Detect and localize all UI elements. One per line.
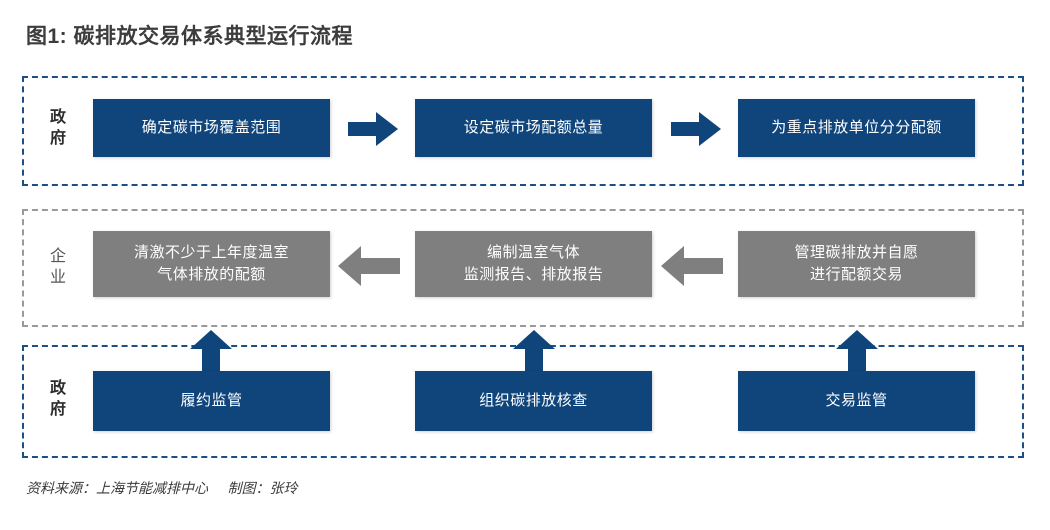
arrow-right-total-to-allocate [671, 112, 721, 146]
arrow-up-trading-supervision [836, 330, 878, 375]
swimlane-label-enterprise: 企业 [49, 248, 66, 286]
page-title: 图1: 碳排放交易体系典型运行流程 [26, 25, 354, 48]
compile-reports-line-1: 编制温室气体 [486, 244, 580, 261]
process-box-compliance-supervision[interactable]: 履约监管 [93, 371, 330, 431]
source-note: 资料来源：上海节能减排中心 制图：张玲 [26, 480, 298, 496]
manage-and-trade-line-2: 进行配额交易 [809, 266, 903, 283]
swimlane-label-government-top: 政府 [49, 109, 66, 147]
arrow-up-compliance-supervision [190, 330, 232, 375]
arrow-up-organize-verification [513, 330, 555, 375]
process-box-define-scope[interactable]: 确定碳市场覆盖范围 [93, 99, 330, 157]
compile-reports-line-2: 监测报告、排放报告 [463, 266, 604, 283]
manage-and-trade-line-1: 管理碳排放并自愿 [794, 244, 919, 261]
swimlane-label-government-bottom: 政府 [49, 380, 66, 418]
arrow-left-trade-to-reports [661, 246, 723, 286]
process-box-organize-verification[interactable]: 组织碳排放核查 [415, 371, 652, 431]
arrow-right-scope-to-total [348, 112, 398, 146]
process-box-allocate-quota[interactable]: 为重点排放单位分分配额 [738, 99, 975, 157]
process-box-set-total-quota[interactable]: 设定碳市场配额总量 [415, 99, 652, 157]
process-box-manage-and-trade[interactable]: 管理碳排放并自愿 进行配额交易 [738, 231, 975, 297]
surrender-quota-line-1: 清激不少于上年度温室 [133, 244, 289, 261]
surrender-quota-line-2: 气体排放的配额 [157, 266, 266, 283]
process-box-compile-reports[interactable]: 编制温室气体 监测报告、排放报告 [415, 231, 652, 297]
process-box-trading-supervision[interactable]: 交易监管 [738, 371, 975, 431]
arrow-left-reports-to-surrender [338, 246, 400, 286]
process-box-surrender-quota[interactable]: 清激不少于上年度温室 气体排放的配额 [93, 231, 330, 297]
